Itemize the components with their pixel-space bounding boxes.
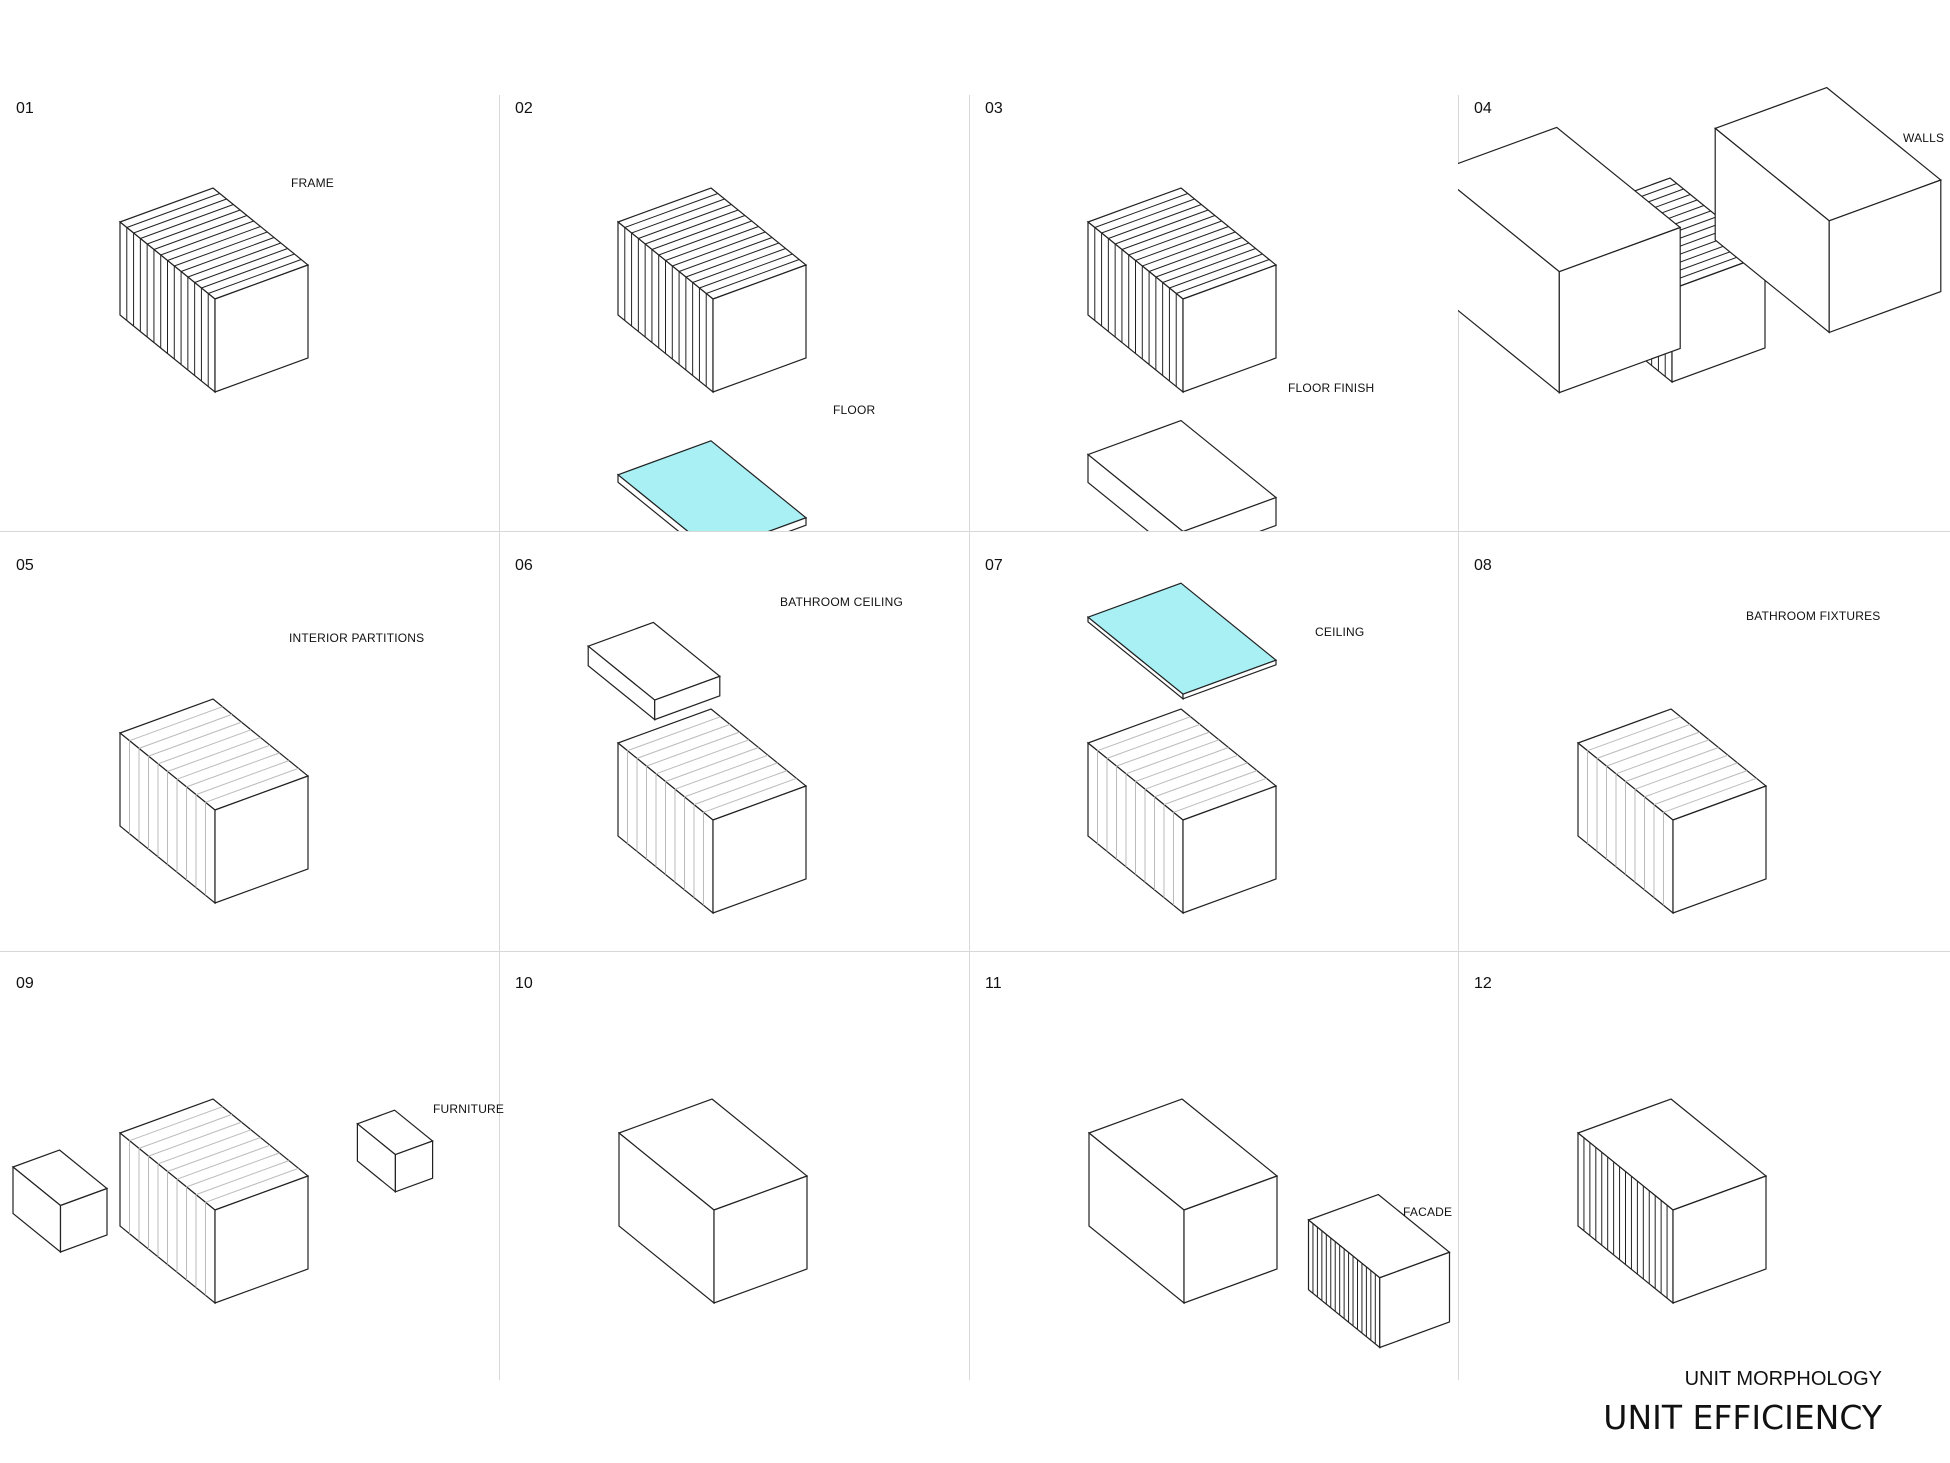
isometric-module bbox=[1307, 1193, 1451, 1349]
isometric-module bbox=[1714, 86, 1942, 334]
axonometric-drawing bbox=[1576, 1098, 1768, 1305]
component-label: INTERIOR PARTITIONS bbox=[289, 631, 425, 645]
step-number: 09 bbox=[16, 975, 34, 992]
divider bbox=[1458, 95, 1459, 1380]
step-number: 03 bbox=[985, 100, 1003, 117]
divider bbox=[0, 531, 1950, 532]
axonometric-drawing bbox=[1086, 187, 1278, 531]
step-number: 05 bbox=[16, 557, 34, 574]
component-label: FLOOR FINISH bbox=[1288, 381, 1375, 395]
axonometric-drawing bbox=[1458, 86, 1942, 394]
step-number: 06 bbox=[515, 557, 533, 574]
step-number: 02 bbox=[515, 100, 533, 117]
isometric-module bbox=[118, 187, 310, 394]
axonometric-drawing bbox=[118, 698, 310, 905]
component-label: FLOOR bbox=[833, 403, 876, 417]
axonometric-drawing bbox=[1086, 582, 1278, 915]
isometric-module bbox=[616, 440, 808, 531]
isometric-module bbox=[1458, 126, 1682, 394]
axonometric-drawing bbox=[118, 187, 310, 394]
isometric-module bbox=[1576, 1098, 1768, 1305]
step-number: 11 bbox=[985, 975, 1002, 992]
step-number: 12 bbox=[1474, 975, 1492, 992]
isometric-module bbox=[118, 1098, 310, 1305]
axonometric-drawing bbox=[617, 1098, 809, 1305]
component-label: BATHROOM FIXTURES bbox=[1746, 609, 1881, 623]
isometric-module bbox=[1087, 1098, 1279, 1305]
step-panel-12: 12 bbox=[1458, 951, 1950, 1380]
isometric-module bbox=[1086, 708, 1278, 915]
axonometric-drawing bbox=[11, 1098, 434, 1305]
isometric-module bbox=[11, 1149, 109, 1254]
diagram-title: UNIT EFFICIENCY bbox=[1603, 1398, 1882, 1437]
step-panel-10: 10 bbox=[499, 951, 969, 1380]
component-label: WALLS bbox=[1903, 131, 1945, 145]
step-number: 08 bbox=[1474, 557, 1492, 574]
divider bbox=[969, 95, 970, 1380]
step-number: 07 bbox=[985, 557, 1003, 574]
component-label: CEILING bbox=[1315, 625, 1365, 639]
component-label: FACADE bbox=[1403, 1205, 1453, 1219]
axonometric-drawing bbox=[1576, 708, 1768, 915]
isometric-module bbox=[617, 1098, 809, 1305]
divider bbox=[499, 95, 500, 1380]
isometric-module bbox=[1576, 708, 1768, 915]
divider bbox=[0, 951, 1950, 952]
isometric-module bbox=[356, 1109, 434, 1194]
isometric-module bbox=[616, 187, 808, 394]
step-number: 10 bbox=[515, 975, 533, 992]
isometric-module bbox=[1086, 582, 1278, 701]
component-label: FRAME bbox=[291, 176, 334, 190]
isometric-module bbox=[1086, 187, 1278, 394]
axonometric-drawing bbox=[1087, 1098, 1451, 1349]
isometric-module bbox=[118, 698, 310, 905]
isometric-module bbox=[1086, 419, 1278, 531]
step-number: 04 bbox=[1474, 100, 1492, 117]
diagram-subtitle: UNIT MORPHOLOGY bbox=[1684, 1368, 1882, 1390]
step-number: 01 bbox=[16, 100, 34, 117]
component-label: BATHROOM CEILING bbox=[780, 595, 903, 609]
axonometric-drawing bbox=[616, 187, 808, 531]
component-label: FURNITURE bbox=[433, 1102, 505, 1116]
axonometric-drawing bbox=[587, 621, 808, 915]
isometric-module bbox=[587, 621, 721, 721]
isometric-module bbox=[616, 708, 808, 915]
